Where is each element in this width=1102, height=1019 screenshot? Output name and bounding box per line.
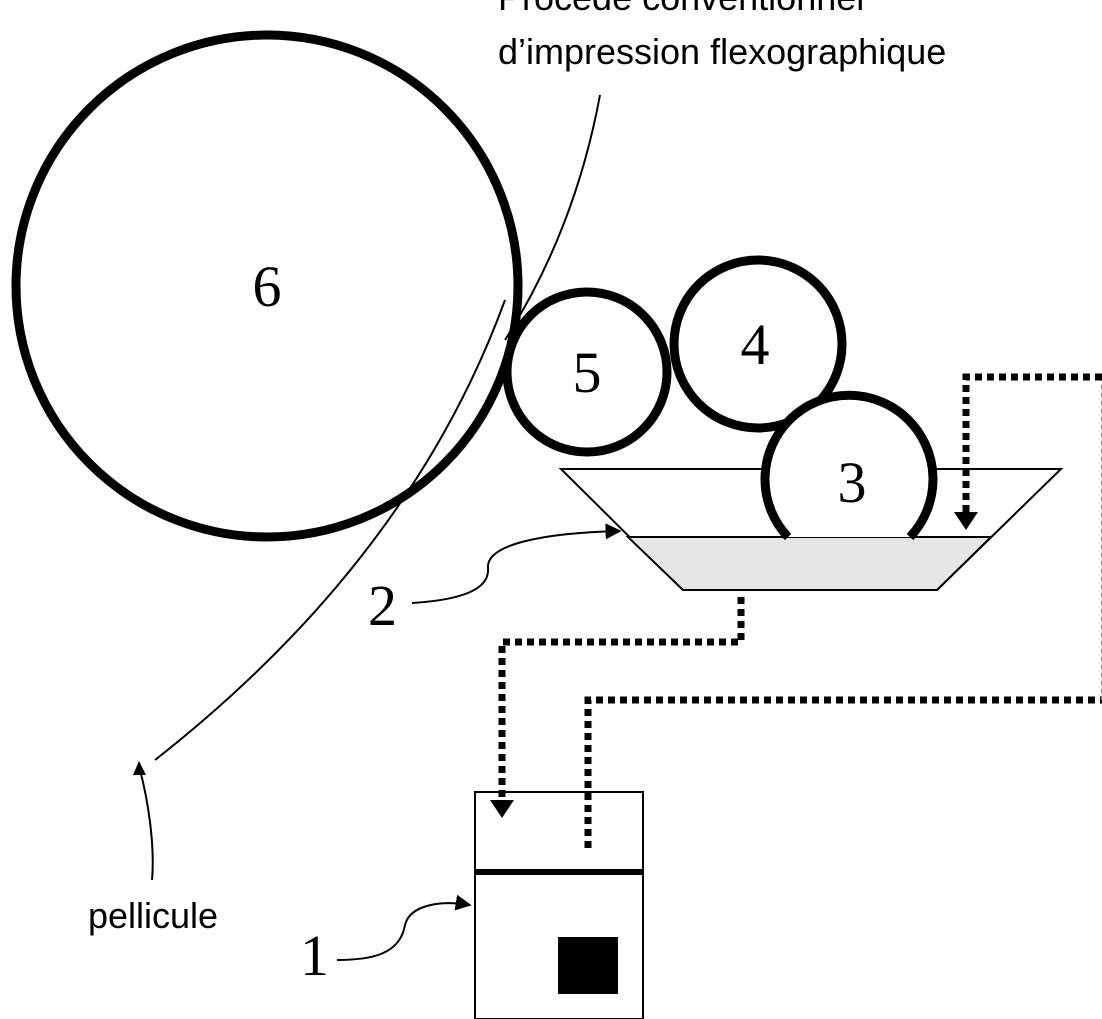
pump	[558, 937, 618, 994]
label-4: 4	[741, 312, 770, 377]
plate-cylinder-5	[502, 287, 672, 457]
ink-return-line	[584, 696, 1102, 848]
label-film: pellicule	[88, 895, 218, 936]
ink-drain-line	[498, 597, 745, 805]
ink-supply-line	[962, 373, 1102, 520]
impression-cylinder-6	[11, 30, 523, 542]
label-film-leader	[139, 769, 154, 881]
label-2-leader	[411, 523, 622, 604]
label-film-arrowhead	[133, 761, 146, 775]
label-3: 3	[838, 450, 867, 515]
ink-supply-arrowhead	[954, 512, 978, 530]
label-1-leader	[336, 894, 472, 961]
ink-drain-arrowhead	[490, 800, 514, 818]
label-5: 5	[573, 340, 602, 405]
title-line-1: Procédé conventionnel	[498, 0, 864, 18]
film-web-line	[154, 299, 506, 761]
label-2: 2	[368, 573, 397, 638]
ink-tank-1	[474, 791, 644, 1019]
label-1: 1	[300, 923, 329, 988]
ink-fill	[625, 536, 994, 591]
fountain-roller-3	[760, 390, 938, 541]
anilox-roller-4	[669, 255, 847, 433]
title-leader-line	[504, 94, 601, 341]
label-6: 6	[253, 254, 282, 319]
title-line-2: d’impression flexographique	[498, 31, 946, 72]
